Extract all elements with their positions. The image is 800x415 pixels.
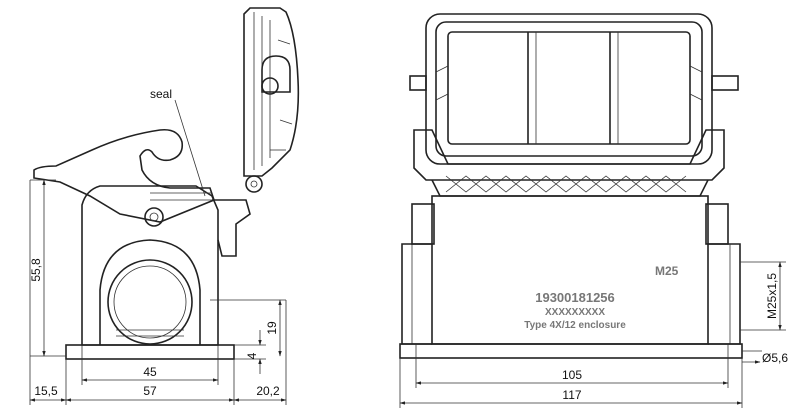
side-entry-right (708, 243, 741, 345)
hinge-pin (245, 175, 263, 193)
hood-shoulder (413, 129, 725, 181)
cover-frame-outer (425, 13, 713, 165)
enclosure-type: Type 4X/12 enclosure (524, 320, 626, 331)
cable-entry-boss (99, 239, 201, 345)
side-view: seal 55,8 19 4 45 (29, 7, 300, 405)
part-number: 19300181256 (535, 290, 615, 305)
side-housing-body (81, 185, 219, 346)
front-view: M25 19300181256 XXXXXXXXX Type 4X/12 enc… (399, 13, 788, 408)
thread-marking: M25 (655, 264, 679, 278)
side-base-plate (65, 344, 235, 360)
cover-pin-left (409, 75, 427, 91)
dim-boss-height: 19 (265, 321, 279, 335)
cover-window (447, 31, 691, 145)
front-base-plate (399, 343, 743, 359)
dim-thread-side: M25x1,5 (765, 273, 779, 319)
seal-label: seal (150, 87, 172, 101)
dim-left-overhang: 15,5 (34, 384, 58, 398)
side-entry-left (401, 243, 432, 345)
dim-overall-width: 117 (562, 388, 581, 402)
cable-entry-hole-inner (113, 265, 187, 339)
open-cover (243, 7, 300, 177)
gasket-pattern (445, 175, 687, 193)
dim-base-thickness: 4 (245, 352, 259, 359)
dim-right-overhang: 20,2 (256, 384, 280, 398)
cover-pin-right (711, 75, 739, 91)
ear-left (411, 203, 435, 245)
hinge-bracket (212, 199, 251, 257)
dim-base-length: 57 (143, 384, 157, 398)
cover-latch-pin (261, 77, 279, 95)
cover-frame-inner (435, 21, 703, 157)
ear-right (705, 203, 729, 245)
code-marking: XXXXXXXXX (545, 307, 605, 318)
dim-center-offset: 45 (143, 365, 157, 379)
cable-entry-hole-outer (107, 259, 193, 345)
dim-height: 55,8 (29, 258, 43, 282)
dim-hole: Ø5,6 (762, 351, 788, 365)
dim-hole-spacing: 105 (562, 368, 582, 382)
seal-leader (174, 99, 206, 197)
locking-lever (33, 128, 215, 223)
lever-pivot (144, 207, 164, 227)
